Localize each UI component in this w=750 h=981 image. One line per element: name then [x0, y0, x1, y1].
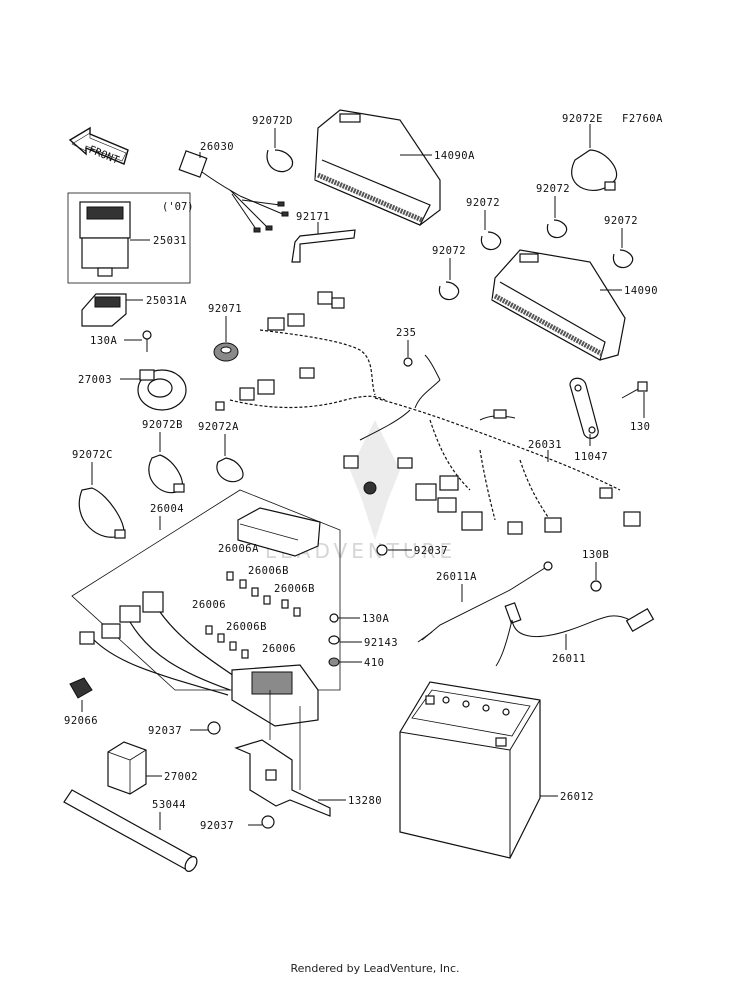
part-label-26030: 26030 [200, 141, 234, 153]
part-92171-bracket: 92171 [291, 211, 356, 263]
year-note: ('07) [162, 201, 194, 213]
part-92143-collar: 92143 [328, 635, 398, 649]
part-label-26011A: 26011A [436, 571, 477, 583]
part-14090-cover: 14090 [491, 249, 658, 361]
part-26031-main-harness: 26031 [215, 291, 641, 535]
part-label-92072-a: 92072 [466, 197, 500, 209]
part-label-27003: 27003 [78, 374, 112, 386]
part-92072A-clamp: 92072A [198, 421, 244, 483]
part-92072E-clamp: 92072E [562, 113, 618, 191]
part-26011A-cable: 26011A [417, 561, 553, 643]
part-label-92071: 92071 [208, 303, 242, 315]
part-label-92143: 92143 [364, 637, 398, 649]
part-label-26006-2: 26006 [262, 643, 296, 655]
part-92072B-clamp: 92072B [142, 419, 185, 494]
part-label-92072C: 92072C [72, 449, 113, 461]
part-label-26006B-1: 26006B [248, 565, 289, 577]
part-label-410: 410 [364, 657, 384, 669]
part-label-26011: 26011 [552, 653, 586, 665]
part-130A-bolt: 130A [90, 330, 152, 352]
part-label-26006A: 26006A [218, 543, 259, 555]
part-label-92171: 92171 [296, 211, 330, 223]
part-26006A-cover: 26006A [218, 507, 321, 557]
part-label-92037-1: 92037 [414, 545, 448, 557]
part-label-235: 235 [396, 327, 416, 339]
part-25031A: 25031A [81, 293, 187, 327]
part-26012-battery: 26012 [399, 681, 594, 859]
part-label-92037-2: 92037 [148, 725, 182, 737]
part-label-26006B-2: 26006B [274, 583, 315, 595]
part-label-92072A: 92072A [198, 421, 239, 433]
part-label-13280: 13280 [348, 795, 382, 807]
part-92037-clamp-3: 92037 [200, 815, 275, 832]
part-label-25031: 25031 [153, 235, 187, 247]
part-label-26006B-3: 26006B [226, 621, 267, 633]
part-92072-clamp-c: 92072 [604, 215, 638, 269]
part-label-11047: 11047 [574, 451, 608, 463]
figure-code: F2760A [622, 113, 663, 125]
front-arrow-icon: FRONT [68, 126, 129, 167]
part-27002-relay: 27002 [107, 741, 198, 795]
part-label-92072E: 92072E [562, 113, 603, 125]
part-26011-cable: 26011 [495, 602, 655, 667]
part-label-25031A: 25031A [146, 295, 187, 307]
part-label-92072D: 92072D [252, 115, 293, 127]
footer-credit: Rendered by LeadVenture, Inc. [290, 962, 460, 975]
part-130-bolt: 130 [621, 381, 650, 433]
part-92037-clamp-2: 92037 [148, 721, 221, 737]
part-label-14090: 14090 [624, 285, 658, 297]
part-label-92037-3: 92037 [200, 820, 234, 832]
part-label-92072-d: 92072 [432, 245, 466, 257]
part-92072-clamp-b: 92072 [536, 183, 570, 239]
part-label-26012: 26012 [560, 791, 594, 803]
part-label-92072B: 92072B [142, 419, 183, 431]
part-53044-tube: 53044 [63, 789, 198, 872]
part-14090A-cover: 14090A [314, 109, 475, 226]
part-label-130A-1: 130A [90, 335, 117, 347]
part-label-14090A: 14090A [434, 150, 475, 162]
part-label-130A-2: 130A [362, 613, 389, 625]
part-92066-clip: 92066 [64, 677, 98, 727]
part-13280-bracket: 13280 [234, 690, 382, 817]
part-92071-grommet: 92071 [208, 303, 242, 362]
part-235-screw: 235 [396, 327, 416, 367]
part-410-washer: 410 [328, 657, 384, 669]
part-label-26004: 26004 [150, 503, 184, 515]
part-label-92072-b: 92072 [536, 183, 570, 195]
part-92072D-clamp: 92072D [252, 115, 294, 173]
fuses: 26006B 26006B 26006 26006B 26006 [192, 565, 315, 659]
part-130A-bolt-2: 130A [329, 613, 389, 625]
part-26004-sub-harness [79, 591, 319, 727]
part-label-26031: 26031 [528, 439, 562, 451]
part-26030-harness: 26030 [178, 141, 289, 233]
part-label-53044: 53044 [152, 799, 186, 811]
part-label-130: 130 [630, 421, 650, 433]
part-label-92066: 92066 [64, 715, 98, 727]
part-11047-bracket: 11047 [569, 377, 608, 463]
part-130B-bolt: 130B [582, 549, 609, 592]
hour-meter-box: ('07) 25031 [67, 192, 194, 284]
part-92072-clamp-a: 92072 [466, 197, 502, 251]
part-92037-clamp-1: 92037 [376, 544, 448, 557]
part-label-26006: 26006 [192, 599, 226, 611]
part-label-27002: 27002 [164, 771, 198, 783]
part-92072C-clamp: 92072C [72, 449, 126, 539]
part-label-130B: 130B [582, 549, 609, 561]
part-92072-clamp-d: 92072 [432, 245, 466, 301]
part-label-92072-c: 92072 [604, 215, 638, 227]
part-27003-horn: 27003 [78, 369, 187, 411]
